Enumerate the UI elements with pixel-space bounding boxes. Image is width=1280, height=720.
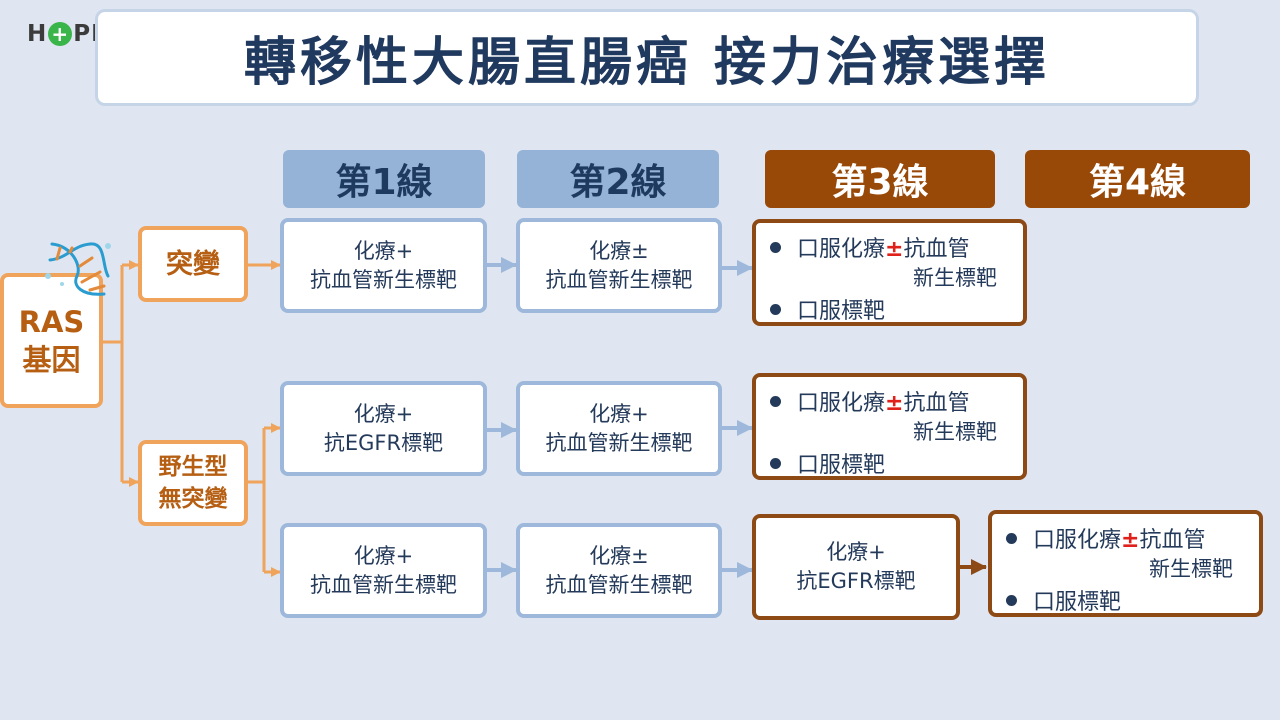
- wildtype-box: 野生型 無突變: [138, 440, 248, 526]
- plus-minus-sign: ±: [885, 391, 904, 416]
- gene-label: 基因: [22, 342, 81, 377]
- option-text: 抗血管: [1139, 528, 1206, 553]
- page-title: 轉移性大腸直腸癌 接力治療選擇: [243, 33, 1051, 93]
- wildtype-label-1: 野生型: [158, 454, 228, 480]
- plus-minus-sign: ±: [885, 237, 904, 262]
- bullet-icon: [770, 395, 781, 407]
- box-text: 抗血管新生標靶: [545, 267, 693, 292]
- option-text: 口服化療: [797, 391, 886, 416]
- option-text: 口服標靶: [797, 453, 886, 478]
- bullet-icon: [1006, 594, 1017, 606]
- box-text: 化療+: [353, 543, 414, 568]
- row3-line1-box: 化療+ 抗血管新生標靶: [280, 523, 487, 618]
- title-banner: 轉移性大腸直腸癌 接力治療選擇: [95, 9, 1199, 106]
- bullet-icon: [770, 303, 781, 315]
- row1-line3-options: 口服化療±抗血管 新生標靶 口服標靶: [752, 219, 1027, 326]
- dna-icon: [45, 242, 111, 296]
- plus-minus-sign: ±: [1121, 528, 1140, 553]
- option-text: 口服標靶: [1033, 590, 1122, 615]
- option-text: 口服標靶: [797, 299, 886, 324]
- ras-branch-lines: [102, 260, 281, 577]
- bullet-icon: [1006, 532, 1017, 544]
- row2-line3-options: 口服化療±抗血管 新生標靶 口服標靶: [752, 373, 1027, 480]
- row1-line1-box: 化療+ 抗血管新生標靶: [280, 218, 487, 313]
- row3-line2-box: 化療± 抗血管新生標靶: [516, 523, 722, 618]
- line-progress-arrows: [487, 257, 753, 578]
- box-text: 化療+: [353, 401, 414, 426]
- bullet-icon: [770, 457, 781, 469]
- box-text: 抗血管新生標靶: [545, 430, 693, 455]
- box-text: 化療±: [589, 543, 649, 568]
- option-text: 新生標靶: [1149, 557, 1233, 581]
- logo-text-h: H: [27, 21, 48, 47]
- header-line-3: 第3線: [765, 150, 995, 208]
- box-text: 抗EGFR標靶: [323, 430, 444, 455]
- box-text: 化療+: [589, 401, 649, 426]
- wildtype-label-2: 無突變: [158, 486, 228, 512]
- bullet-icon: [770, 241, 781, 253]
- box-text: 抗血管新生標靶: [545, 572, 693, 597]
- box-text: 抗血管新生標靶: [310, 267, 457, 292]
- option-text: 抗血管: [903, 391, 970, 416]
- box-text: 化療±: [589, 238, 649, 263]
- box-text: 抗血管新生標靶: [310, 572, 457, 597]
- box-text: 化療+: [826, 540, 886, 564]
- option-text: 抗血管: [903, 237, 970, 262]
- row3-line4-options: 口服化療±抗血管 新生標靶 口服標靶: [988, 510, 1263, 617]
- option-text: 口服化療: [797, 237, 886, 262]
- box-text: 化療+: [353, 238, 414, 263]
- plus-cross-icon: +: [48, 22, 73, 46]
- option-text: 新生標靶: [913, 420, 997, 444]
- header-line-4: 第4線: [1025, 150, 1250, 208]
- row2-line1-box: 化療+ 抗EGFR標靶: [280, 381, 487, 476]
- mutant-box: 突變: [138, 226, 248, 302]
- row1-line2-box: 化療± 抗血管新生標靶: [516, 218, 722, 313]
- option-text: 口服化療: [1033, 528, 1122, 553]
- box-text: 抗EGFR標靶: [796, 569, 916, 593]
- row3-line3-box: 化療+ 抗EGFR標靶: [752, 514, 960, 620]
- mutant-label: 突變: [166, 248, 220, 280]
- ras-label: RAS: [18, 304, 85, 339]
- header-line-1: 第1線: [283, 150, 485, 208]
- header-line-2: 第2線: [517, 150, 719, 208]
- ras-gene-box: RAS 基因: [0, 273, 103, 408]
- row2-line2-box: 化療+ 抗血管新生標靶: [516, 381, 722, 476]
- option-text: 新生標靶: [913, 266, 997, 290]
